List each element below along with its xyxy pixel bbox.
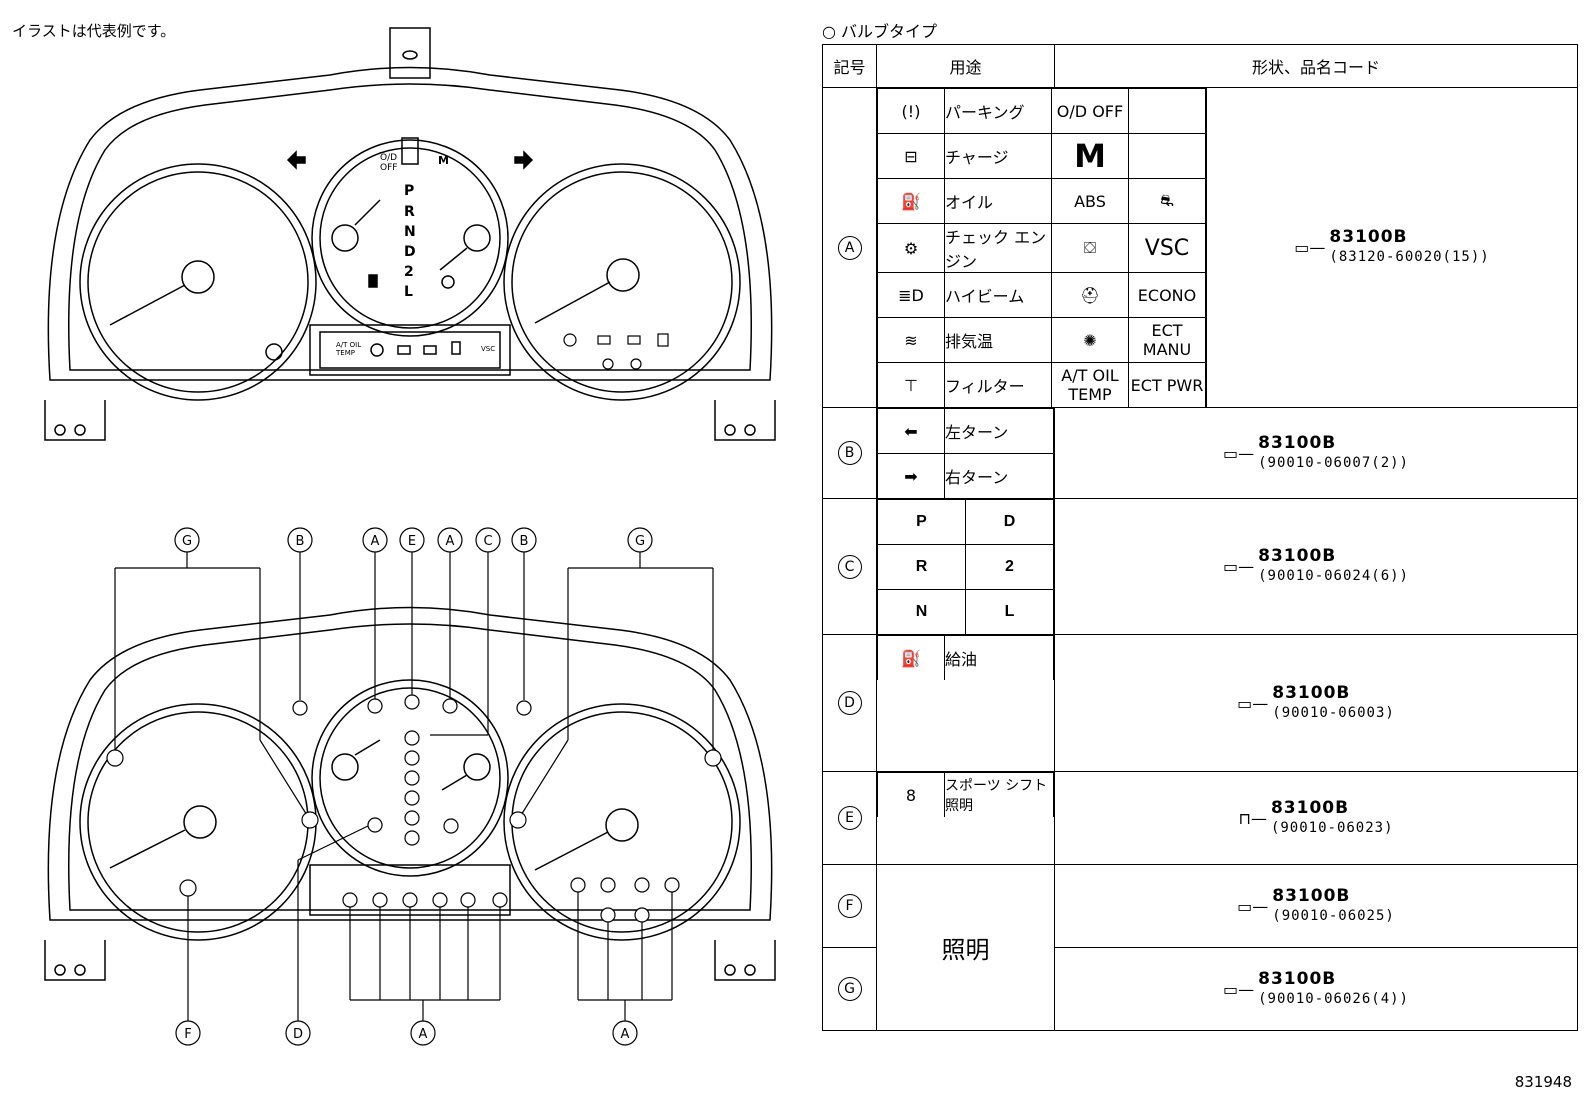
left-turn-icon: ⬅ [877,408,945,454]
svg-text:B: B [296,534,305,549]
reference-number: 831948 [1514,1073,1572,1091]
svg-text:A: A [446,534,455,549]
callout-g-left: G [182,534,192,549]
svg-text:P: P [404,183,414,199]
header-shape: 形状、品名コード [1054,44,1578,88]
group-d-row: D ⛽給油 ▭—83100B(90010-06003) [822,634,1578,772]
bulb-b: ▭—83100B(90010-06007(2)) [1223,432,1409,471]
fuel-icon: ⛽ [877,635,945,680]
key-a: A [837,235,862,260]
svg-text:A/T OIL: A/T OIL [336,341,361,349]
illustration-note: イラストは代表例です。 [12,22,176,40]
high-beam-icon: ≣D [877,272,945,318]
group-b-row: B ⬅左ターン ➡右ターン ▭—83100B(90010-06007(2)) [822,407,1578,499]
header-use: 用途 [876,44,1055,88]
svg-text:D: D [404,244,416,260]
legend-title: ○ バルブタイプ [822,22,938,41]
svg-text:C: C [483,534,492,549]
group-f-row: F 照明 ▭—83100B(90010-06025) [822,864,1578,1031]
door-icon: ⛋ [1051,223,1129,273]
airbag-icon: ✺ [1051,317,1129,363]
bulb-e: ⊓—83100B(90010-06023) [1238,797,1394,836]
engine-icon: ⚙ [877,223,945,273]
group-g-row: G ▭—83100B(90010-06026(4)) [822,947,1578,1031]
right-turn-icon: ➡ [877,453,945,498]
svg-text:G: G [635,534,645,549]
parking-brake-icon: (!) [877,88,945,134]
svg-text:A: A [371,534,380,549]
svg-text:2: 2 [404,264,414,280]
svg-text:A: A [419,1027,428,1042]
svg-text:D: D [293,1027,303,1042]
bulb-f: ▭—83100B(90010-06025) [1237,885,1395,924]
filter-icon: ⊤ [877,362,945,407]
exhaust-temp-icon: ≋ [877,317,945,363]
svg-text:F: F [184,1027,191,1042]
svg-text:VSC: VSC [481,345,495,353]
skid-icon: ⛐ [1128,178,1206,224]
svg-text:M: M [438,154,449,167]
cluster-bottom-illustration: G B A E A C B G F D A A [44,527,776,1046]
bulb-g: ▭—83100B(90010-06026(4)) [1223,968,1409,1007]
svg-text:N: N [404,224,416,240]
seatbelt-icon: ⛑ [1051,272,1129,318]
svg-text:OFF: OFF [380,163,397,173]
oil-can-icon: ⛽ [877,178,945,224]
illumination-label: 照明 [876,864,1055,1031]
svg-text:B: B [520,534,529,549]
bulb-c: ▭—83100B(90010-06024(6)) [1223,546,1409,585]
svg-text:O/D: O/D [380,153,397,163]
svg-text:L: L [404,284,413,300]
abs-icon: ABS [1051,178,1129,224]
battery-icon: ⊟ [877,133,945,179]
bulb-d: ▭—83100B(90010-06003) [1237,682,1395,721]
svg-text:A: A [621,1027,630,1042]
svg-text:E: E [408,534,416,549]
svg-text:R: R [404,204,415,220]
sport-digit-icon: 8 [877,772,945,817]
bulb-a: ▭—83100B(83120-60020(15)) [1294,227,1490,266]
header-symbol: 記号 [822,44,877,88]
svg-text:TEMP: TEMP [335,349,355,357]
